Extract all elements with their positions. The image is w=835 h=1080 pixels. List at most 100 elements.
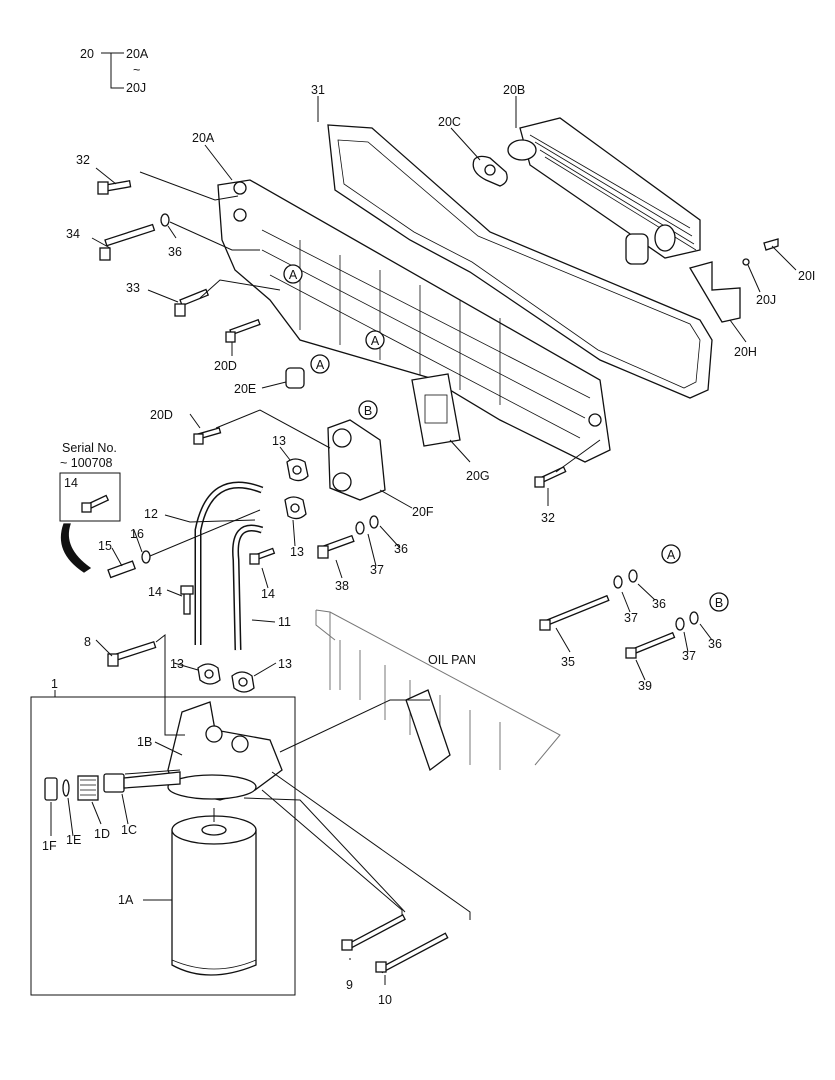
label-34: 34 bbox=[66, 227, 80, 241]
washer-16 bbox=[141, 550, 151, 564]
label-1: 1 bbox=[51, 677, 58, 691]
serial-inset bbox=[59, 472, 121, 573]
label-14-center: 14 bbox=[148, 585, 162, 599]
label-20B: 20B bbox=[503, 83, 525, 97]
plug-1F bbox=[44, 777, 58, 801]
callout-A-mid-label: A bbox=[371, 334, 380, 348]
label-37-38: 37 bbox=[370, 563, 384, 577]
label-37-35: 37 bbox=[624, 611, 638, 625]
label-37-39: 37 bbox=[682, 649, 696, 663]
oring-1E bbox=[62, 779, 70, 797]
pipe-11 bbox=[232, 524, 264, 651]
bolt-20I bbox=[763, 238, 779, 251]
callout-B-upper: B bbox=[358, 400, 378, 420]
bolt-35 bbox=[539, 594, 610, 631]
washer-36-upper bbox=[160, 213, 170, 227]
label-tilde: ~ bbox=[133, 63, 140, 77]
label-1D: 1D bbox=[94, 827, 110, 841]
label-1E: 1E bbox=[66, 833, 81, 847]
label-20G: 20G bbox=[466, 469, 490, 483]
bolt-14-center bbox=[180, 585, 194, 615]
gasket-13-lower-left bbox=[197, 663, 221, 685]
label-1F: 1F bbox=[42, 839, 57, 853]
label-14-right: 14 bbox=[261, 587, 275, 601]
pipe-12 bbox=[194, 481, 264, 645]
part-labels: 20 20A ~ 20J 31 20B 20C 20A 32 34 36 33 … bbox=[42, 47, 815, 1007]
label-20A-legend: 20A bbox=[126, 47, 149, 61]
label-31: 31 bbox=[311, 83, 325, 97]
label-20D-lower: 20D bbox=[150, 408, 173, 422]
label-20J: 20J bbox=[756, 293, 776, 307]
callout-A-upper-label: A bbox=[289, 268, 298, 282]
legend-bracket bbox=[101, 52, 124, 89]
bolt-10 bbox=[375, 932, 449, 974]
label-32-upper: 32 bbox=[76, 153, 90, 167]
bolt-20D-lower bbox=[193, 427, 222, 445]
label-36-39: 36 bbox=[708, 637, 722, 651]
bolt-32-lower bbox=[534, 466, 567, 488]
bolt-14-serial bbox=[81, 494, 110, 513]
label-8: 8 bbox=[84, 635, 91, 649]
gasket-13-mid bbox=[284, 496, 307, 520]
label-39: 39 bbox=[638, 679, 652, 693]
label-20E: 20E bbox=[234, 382, 256, 396]
label-20H: 20H bbox=[734, 345, 757, 359]
callout-B-upper-label: B bbox=[364, 404, 372, 418]
gasket-13-upper bbox=[286, 458, 309, 482]
label-1A: 1A bbox=[118, 893, 134, 907]
oil-pan-fragment bbox=[315, 609, 561, 772]
label-14-serial: 14 bbox=[64, 476, 78, 490]
callout-B-right-label: B bbox=[715, 596, 723, 610]
label-serial-no: Serial No. bbox=[62, 441, 117, 455]
label-oil-pan: OIL PAN bbox=[428, 653, 476, 667]
callout-A-mid: A bbox=[365, 330, 385, 350]
oil-filter-1A bbox=[171, 815, 257, 976]
washer-36-38 bbox=[369, 515, 379, 529]
label-12: 12 bbox=[144, 507, 158, 521]
bolt-32-upper bbox=[97, 180, 132, 195]
label-11: 11 bbox=[278, 615, 291, 629]
label-20: 20 bbox=[80, 47, 94, 61]
leader-lines bbox=[50, 96, 797, 985]
bolt-33 bbox=[174, 288, 210, 317]
label-20I: 20I bbox=[798, 269, 815, 283]
label-20F: 20F bbox=[412, 505, 434, 519]
gasket-31 bbox=[327, 124, 713, 399]
callout-B-right: B bbox=[709, 592, 729, 612]
label-33: 33 bbox=[126, 281, 140, 295]
label-20A: 20A bbox=[192, 131, 215, 145]
bolt-34 bbox=[99, 223, 156, 261]
gasket-13-lower-right bbox=[231, 671, 255, 693]
callout-A-left: A bbox=[310, 354, 330, 374]
label-1C: 1C bbox=[121, 823, 137, 837]
filter-assembly-box-1 bbox=[30, 690, 296, 996]
flange-plate-20G bbox=[411, 373, 461, 447]
gasket-20C bbox=[472, 155, 508, 187]
callout-A-right-label: A bbox=[667, 548, 676, 562]
washer-36-35 bbox=[628, 569, 638, 583]
bolt-8 bbox=[107, 640, 157, 667]
bolt-38 bbox=[317, 534, 355, 559]
valve-1C bbox=[103, 771, 181, 793]
bolt-9 bbox=[341, 914, 406, 951]
filter-head-1B bbox=[167, 701, 283, 801]
label-15: 15 bbox=[98, 539, 112, 553]
label-38: 38 bbox=[335, 579, 349, 593]
bolt-14-right bbox=[249, 547, 276, 565]
label-35: 35 bbox=[561, 655, 575, 669]
washer-37-35 bbox=[613, 575, 623, 589]
bracket-20H bbox=[689, 261, 741, 323]
washer-37-38 bbox=[355, 521, 365, 535]
label-20C: 20C bbox=[438, 115, 461, 129]
label-16: 16 bbox=[130, 527, 144, 541]
label-36-38: 36 bbox=[394, 542, 408, 556]
bolt-39 bbox=[625, 631, 676, 659]
label-13-lower-right: 13 bbox=[278, 657, 292, 671]
label-36-upper: 36 bbox=[168, 245, 182, 259]
spring-1D bbox=[77, 775, 99, 801]
label-9: 9 bbox=[346, 978, 353, 992]
washer-36-39 bbox=[689, 611, 699, 625]
label-36-35: 36 bbox=[652, 597, 666, 611]
callout-A-left-label: A bbox=[316, 358, 325, 372]
washer-20J bbox=[742, 258, 750, 266]
